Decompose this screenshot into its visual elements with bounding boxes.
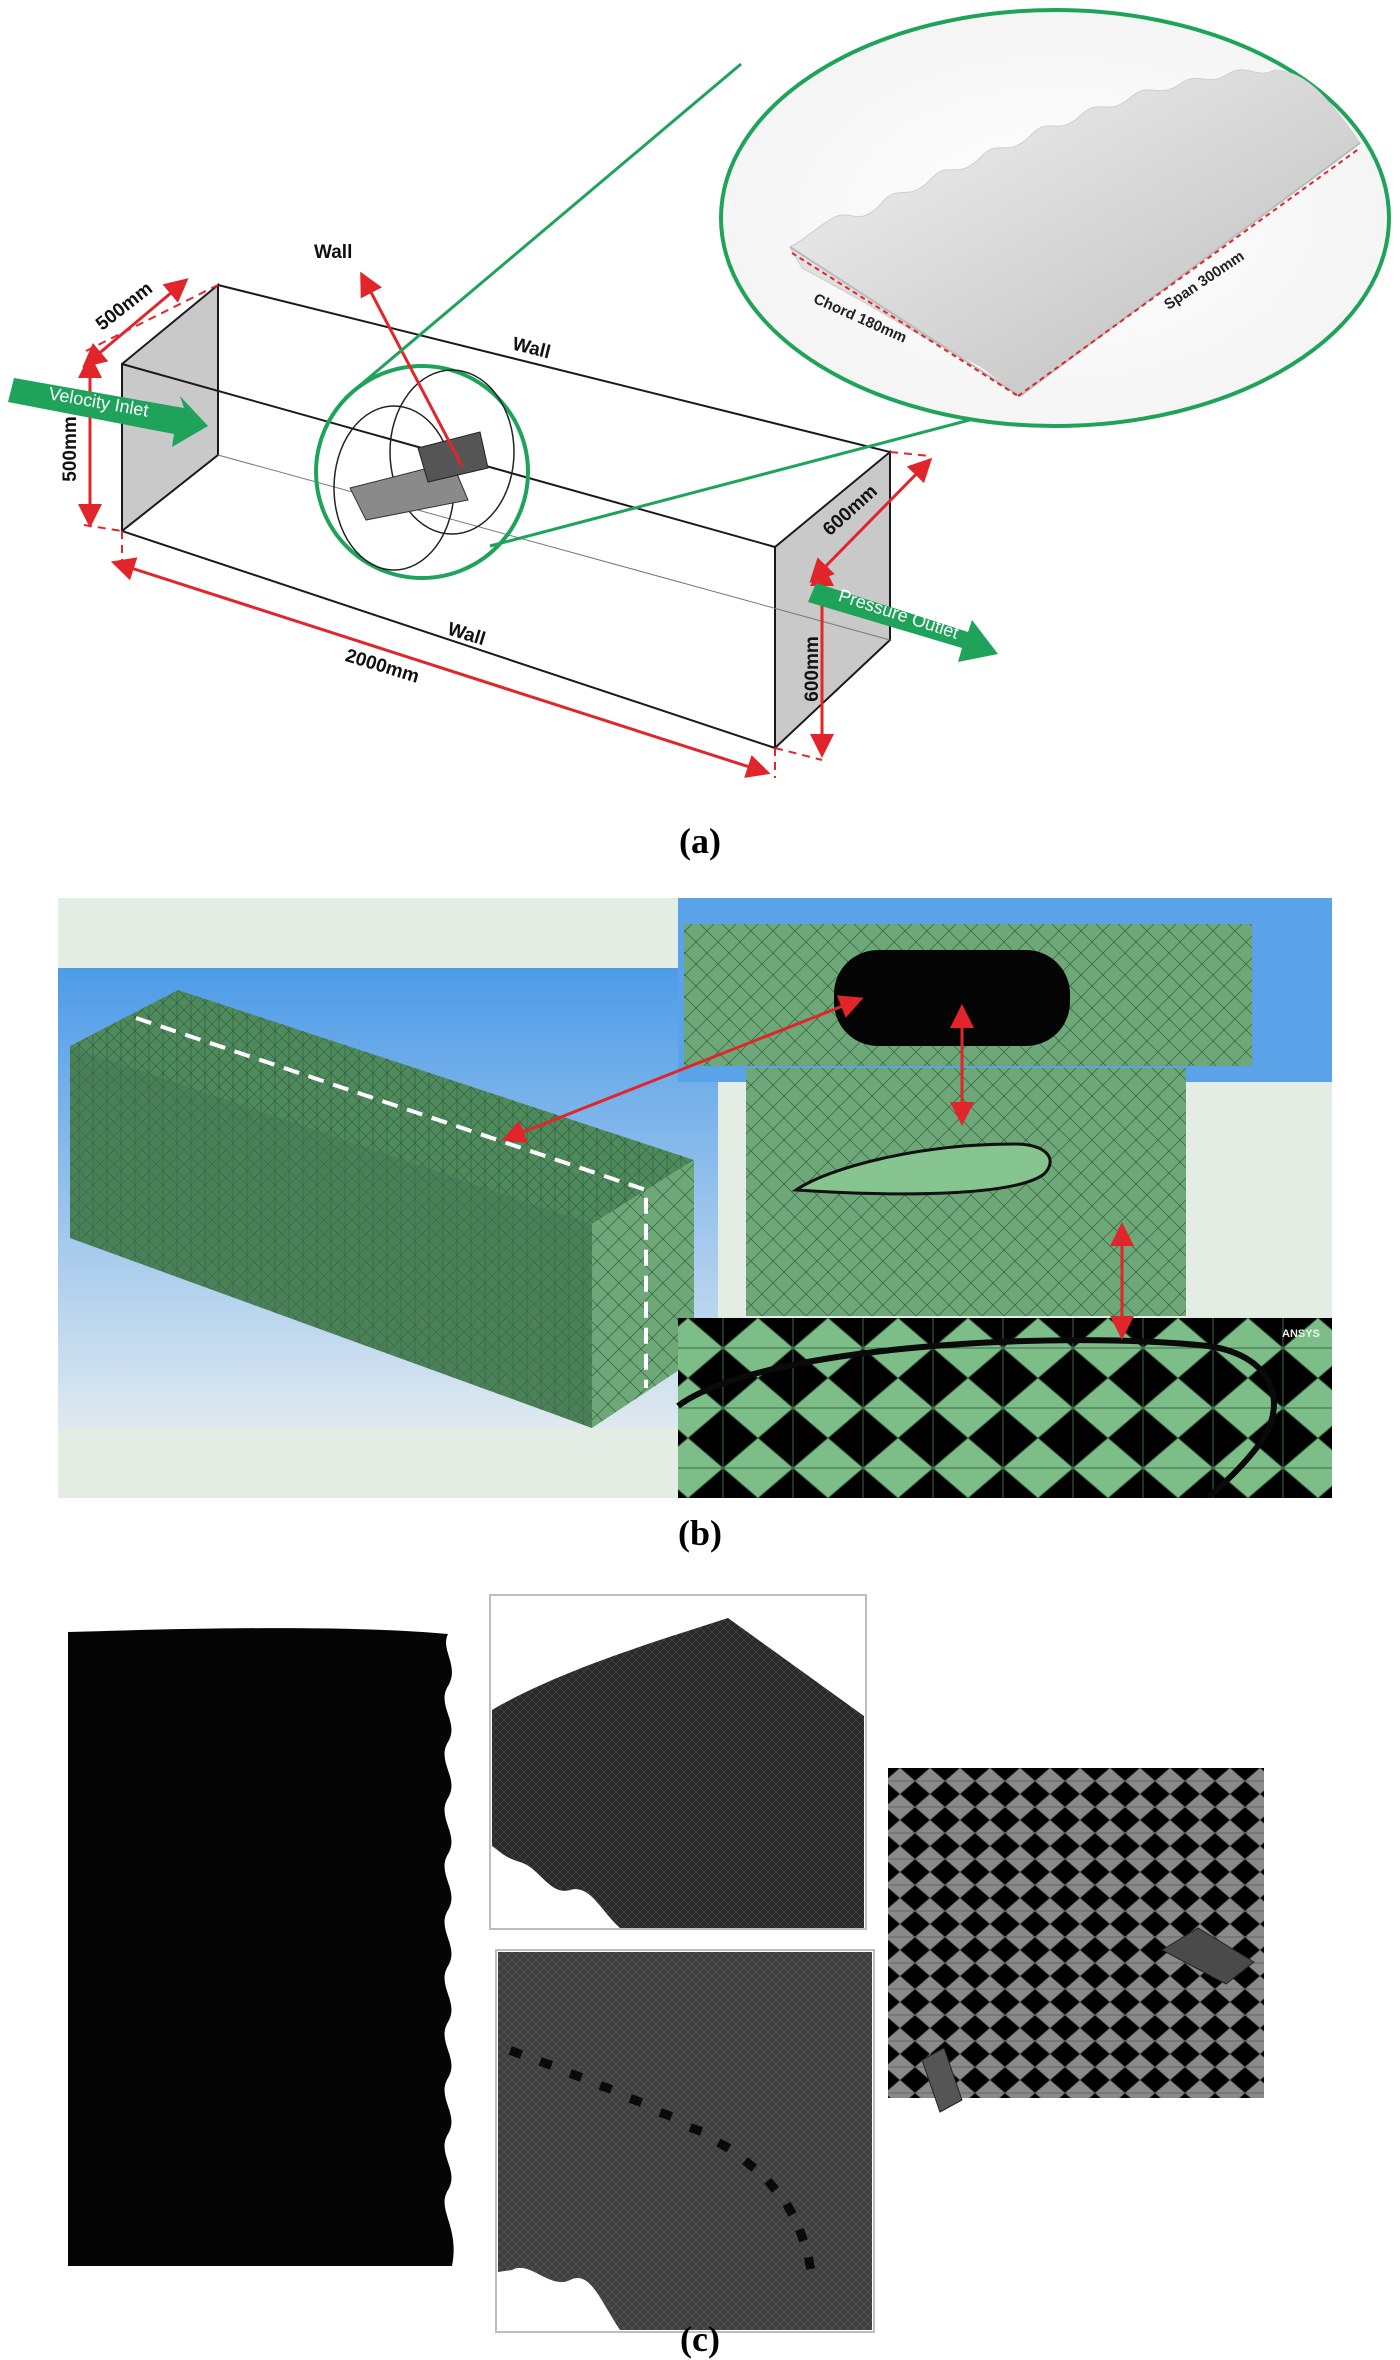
domain-zoom-circle [314, 364, 530, 580]
dim-width-inlet-arrow [82, 278, 189, 368]
airfoil-outline [791, 1142, 1052, 1196]
pressure-outlet-arrow [808, 583, 998, 662]
wall-pointer-arrow [360, 271, 464, 467]
zoom-callout-lines [344, 62, 1001, 548]
blade-region-ring-right [389, 369, 515, 535]
mesh-box-top [70, 990, 694, 1224]
dim-length-arrow [110, 557, 771, 778]
mesh-box-front-texture [70, 1046, 592, 1428]
caption-c: (c) [680, 2319, 720, 2359]
mesh-box-end [592, 1160, 694, 1428]
velocity-inlet-arrow [8, 378, 208, 447]
ansys-logo: ANSYS [1282, 1328, 1320, 1340]
panel-b-mesh: ANSYS [58, 898, 1332, 1498]
mesh-to-section-arrow [501, 995, 864, 1143]
dim-width-outlet-arrow [809, 457, 933, 583]
panel-b-graphics [58, 898, 1332, 1498]
caption-b: (b) [678, 1513, 722, 1553]
airfoil-leading-edge [676, 1337, 1277, 1498]
blade-in-domain [349, 431, 489, 521]
wavy-blade [789, 69, 1361, 398]
blade-dimension-lines [791, 147, 1361, 397]
refinement-zone [834, 950, 1070, 1046]
